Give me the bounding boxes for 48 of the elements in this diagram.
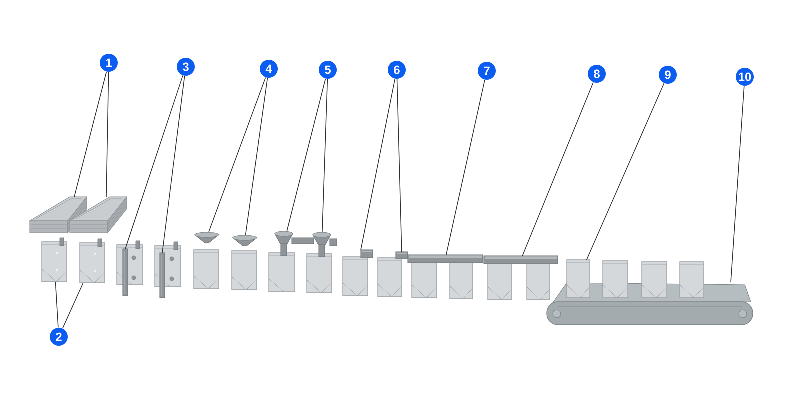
pouch: [680, 262, 704, 298]
pouch: [306, 254, 332, 294]
callout-number: 7: [478, 62, 496, 80]
callout-number: 3: [177, 58, 195, 76]
leader-line: [208, 77, 266, 232]
callout-number: 10: [736, 68, 754, 86]
pouch: [42, 238, 68, 282]
callout-number: 1: [100, 54, 118, 72]
leader-line: [522, 82, 594, 256]
pouch: [378, 258, 402, 298]
pouch: [232, 250, 258, 290]
leader-line: [586, 83, 665, 260]
opening-rod: [160, 252, 166, 298]
filling-nozzle: [274, 231, 294, 256]
pouch: [342, 256, 368, 296]
leader-line: [55, 282, 59, 328]
leader-line: [74, 72, 108, 198]
callout-number: 5: [319, 61, 337, 79]
tab: [396, 252, 408, 260]
leader-line: [396, 78, 402, 252]
opening-rod: [122, 248, 128, 296]
pouch: [602, 260, 628, 298]
leader-line: [322, 78, 328, 232]
leader-line: [162, 76, 186, 254]
callout-number: 4: [260, 60, 278, 78]
pouch: [268, 252, 296, 292]
leader-line: [106, 72, 110, 198]
pouch: [642, 262, 668, 298]
leader-line: [730, 86, 745, 282]
tab: [360, 250, 374, 258]
callout-number: 6: [388, 61, 406, 79]
pouch: [412, 262, 438, 298]
seal-bar: [484, 256, 558, 264]
pouch: [566, 260, 590, 298]
filling-nozzle: [312, 232, 332, 258]
callout-number: 9: [659, 66, 678, 84]
pouch: [194, 250, 220, 290]
leader-line: [286, 78, 326, 232]
pouch: [80, 238, 106, 284]
leader-line: [62, 282, 84, 329]
leader-line: [446, 80, 486, 256]
leader-line: [245, 78, 268, 236]
pouch: [488, 264, 512, 300]
callout-number: 8: [588, 65, 606, 83]
pouch: [526, 264, 550, 300]
callout-number: 2: [50, 328, 68, 346]
leader-line: [360, 78, 396, 250]
pouch: [450, 262, 474, 300]
